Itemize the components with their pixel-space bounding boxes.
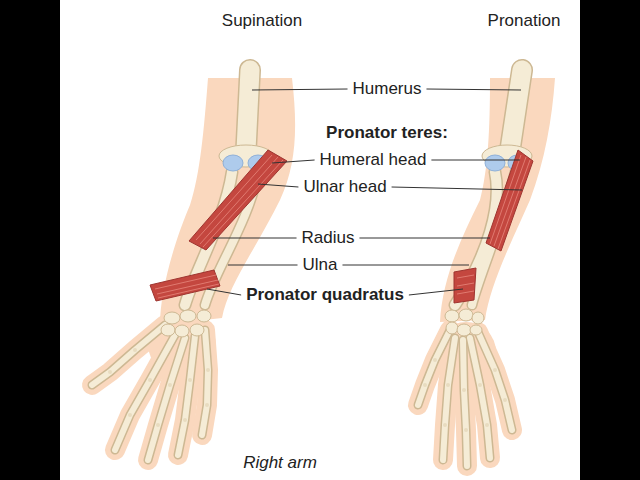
finger-joint <box>503 398 507 402</box>
finger-joint <box>168 383 172 387</box>
bone-outline <box>92 325 512 466</box>
part-label: Humeral head <box>320 151 427 170</box>
view-title: Supination <box>222 12 302 31</box>
pronator-muscle <box>150 270 220 301</box>
carpal-bones <box>470 325 482 335</box>
muscle-fibres <box>155 275 219 298</box>
part-label: Pronator teres: <box>326 124 448 143</box>
leader-line <box>409 289 463 295</box>
leader-line <box>207 289 241 295</box>
bone <box>510 70 522 150</box>
muscle-fibres <box>457 275 474 294</box>
carpal-bones <box>459 309 473 321</box>
cartilage <box>485 155 505 171</box>
skin <box>418 330 512 466</box>
figure-caption: Right arm <box>243 454 317 473</box>
bone-outline <box>202 330 208 435</box>
finger-joint <box>156 423 160 427</box>
finger-joint <box>183 418 187 422</box>
leader-line <box>392 187 522 190</box>
bone <box>443 338 455 460</box>
bone <box>92 70 522 466</box>
finger-joint <box>206 368 210 372</box>
carpal-bones <box>161 309 484 337</box>
finger-joint <box>128 413 132 417</box>
leader-line <box>426 89 521 90</box>
leader-line <box>272 160 315 163</box>
carpal-bones <box>197 310 211 322</box>
finger-joint <box>423 383 427 387</box>
leader-line <box>213 238 297 239</box>
leader-line <box>252 89 348 90</box>
pronator-muscle <box>189 150 287 250</box>
finger-joint <box>462 388 466 392</box>
muscle-fibres <box>490 155 530 249</box>
finger-joint <box>188 378 192 382</box>
part-label: Pronator quadratus <box>246 286 404 305</box>
finger-joint <box>108 370 112 374</box>
part-label: Humerus <box>353 80 422 99</box>
finger-joint <box>108 348 507 432</box>
part-label: Ulnar head <box>303 178 386 197</box>
view-title: Pronation <box>488 12 561 31</box>
carpal-bones <box>457 324 471 336</box>
leader-line <box>431 160 520 161</box>
finger-joint <box>485 423 489 427</box>
finger-joint <box>133 348 137 352</box>
finger-joint <box>446 383 450 387</box>
carpal-bones <box>175 325 189 337</box>
cartilage <box>223 155 243 171</box>
part-label: Ulna <box>303 256 338 275</box>
skin <box>92 78 295 460</box>
carpal-bones <box>190 324 204 336</box>
bone <box>178 336 195 455</box>
leader-line <box>228 265 298 266</box>
leader-line <box>359 238 490 239</box>
carpal-bones <box>445 310 459 322</box>
finger-joint <box>148 378 152 382</box>
bone-outline <box>92 70 522 466</box>
skin <box>463 340 467 466</box>
carpal-bones <box>161 324 175 336</box>
skin <box>202 330 208 435</box>
carpal-bones <box>472 312 484 324</box>
bone <box>202 330 208 435</box>
bone-outline <box>463 340 467 466</box>
finger-joint <box>205 403 209 407</box>
bone <box>246 70 250 150</box>
pronator-muscle <box>486 150 533 251</box>
bone-outline <box>443 338 455 460</box>
carpal-bones <box>164 312 180 324</box>
carpal-bones <box>446 322 458 334</box>
pronator-muscle <box>454 268 476 303</box>
finger-joint <box>478 383 482 387</box>
pronator-muscle <box>150 150 533 303</box>
finger-joint <box>464 428 468 432</box>
bone-outline <box>510 70 522 150</box>
skin <box>443 338 455 460</box>
leader-line <box>342 265 469 266</box>
finger-joint <box>443 423 447 427</box>
part-label: Radius <box>302 229 355 248</box>
bone <box>463 340 467 466</box>
bone <box>92 325 512 466</box>
muscle-fibres <box>196 155 283 247</box>
skin <box>92 325 208 460</box>
finger-joint <box>493 368 497 372</box>
leader-line <box>258 184 298 187</box>
side-bar <box>580 0 640 480</box>
muscle-fibres <box>155 155 530 298</box>
bone-outline <box>246 70 250 150</box>
side-bar <box>0 0 60 480</box>
finger-joint <box>433 358 437 362</box>
carpal-bones <box>180 310 196 322</box>
skin <box>440 78 555 322</box>
bone <box>478 332 512 430</box>
